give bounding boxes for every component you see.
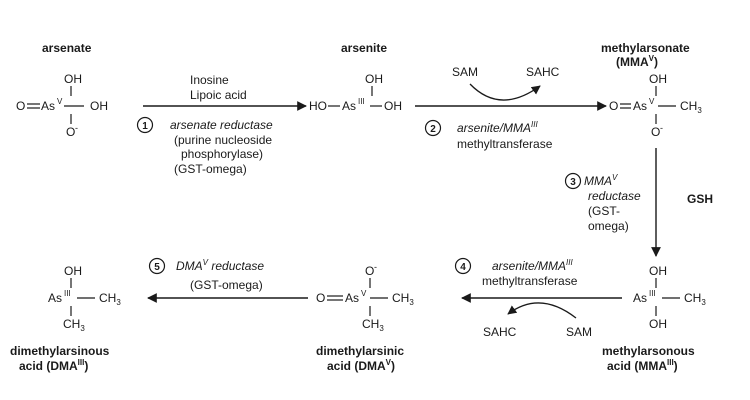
step4-sam-curve-arrow bbox=[507, 302, 577, 319]
mma5-label: methylarsonate bbox=[601, 41, 690, 55]
mma3-oh-top: OH bbox=[649, 264, 667, 278]
step2-number: 2 bbox=[430, 124, 436, 135]
step4-enzyme: arsenite/MMAIII bbox=[492, 258, 573, 273]
dma5-ch3-bottom: CH3 bbox=[362, 317, 384, 333]
mma5-ox-state: V bbox=[649, 97, 655, 106]
dma3-ch3-right: CH3 bbox=[99, 291, 121, 307]
arsenite-ox-state: III bbox=[358, 97, 365, 106]
dma3-abbr: acid (DMAIII) bbox=[19, 358, 88, 373]
mma3-ox-state: III bbox=[649, 289, 656, 298]
mma3-ch3: CH3 bbox=[684, 291, 706, 307]
step2-sahc: SAHC bbox=[526, 65, 560, 79]
dma5-charge: - bbox=[374, 262, 377, 272]
step4-sam: SAM bbox=[566, 325, 592, 339]
dma5-label: dimethylarsinic bbox=[316, 344, 404, 358]
compound-dma-iii: OH As III CH3 CH3 dimethylarsinous acid … bbox=[10, 264, 121, 373]
mma5-as: As bbox=[633, 99, 647, 113]
step5-enzyme: DMAV reductase bbox=[176, 258, 264, 273]
dma5-o-minus: O bbox=[365, 264, 374, 278]
dma3-ox-state: III bbox=[64, 289, 71, 298]
compound-arsenite: arsenite OH HO As III OH bbox=[309, 41, 402, 113]
step1-cofactor-inosine: Inosine bbox=[190, 73, 229, 87]
step-5-dma-reduction: 5 DMAV reductase (GST-omega) bbox=[147, 257, 308, 303]
step5-note: (GST-omega) bbox=[190, 278, 263, 292]
mma5-abbr: (MMAV) bbox=[616, 54, 658, 69]
dma3-label: dimethylarsinous bbox=[10, 344, 110, 358]
arsenite-label: arsenite bbox=[341, 41, 387, 55]
arsenite-oh-right: OH bbox=[384, 99, 402, 113]
step2-enzyme-line2: methyltransferase bbox=[457, 137, 553, 151]
dma5-abbr: acid (DMAV) bbox=[327, 358, 395, 373]
dma5-o: O bbox=[316, 291, 325, 305]
arsenate-oh-top: OH bbox=[64, 72, 82, 86]
arsenate-charge: - bbox=[75, 123, 78, 133]
step1-number: 1 bbox=[142, 121, 148, 132]
step1-enzyme: arsenate reductase bbox=[170, 118, 273, 132]
arsenite-oh-top: OH bbox=[365, 72, 383, 86]
step4-enzyme-line2: methyltransferase bbox=[482, 274, 578, 288]
mma5-charge: - bbox=[660, 123, 663, 133]
step3-note-1: (GST- bbox=[588, 204, 620, 218]
arsenate-label: arsenate bbox=[42, 41, 92, 55]
arsenite-ho-left: HO bbox=[309, 99, 327, 113]
mma5-ch3: CH3 bbox=[680, 99, 702, 115]
dma5-ox-state: V bbox=[361, 289, 367, 298]
mma5-o: O bbox=[609, 99, 618, 113]
step1-note-3: (GST-omega) bbox=[174, 162, 247, 176]
arsenite-as: As bbox=[342, 99, 356, 113]
mma5-o-minus: O bbox=[651, 125, 660, 139]
step-3-mma-reduction: 3 MMAV reductase (GST- omega) GSH bbox=[564, 148, 713, 257]
mma3-label: methylarsonous bbox=[602, 344, 695, 358]
step5-badge bbox=[148, 257, 166, 275]
step-4-methylation: 4 arsenite/MMAIII methyltransferase SAHC… bbox=[454, 257, 622, 339]
step1-note-2: phosphorylase) bbox=[181, 147, 263, 161]
step-2-methylation: SAM SAHC 2 arsenite/MMAIII methyltransfe… bbox=[415, 65, 607, 151]
arsenate-as: As bbox=[41, 99, 55, 113]
step5-number: 5 bbox=[154, 262, 160, 273]
step4-number: 4 bbox=[460, 262, 466, 273]
step-1-arsenate-reduction: Inosine Lipoic acid 1 arsenate reductase… bbox=[136, 73, 307, 176]
mma3-oh-bottom: OH bbox=[649, 317, 667, 331]
dma5-ch3-right: CH3 bbox=[392, 291, 414, 307]
dma5-as: As bbox=[345, 291, 359, 305]
step3-note-2: omega) bbox=[588, 219, 629, 233]
step4-badge bbox=[454, 257, 472, 275]
compound-dma-v: O - O As V CH3 CH3 dimethylarsinic acid … bbox=[316, 262, 414, 373]
arsenate-oh-right: OH bbox=[90, 99, 108, 113]
step3-enzyme: MMAV bbox=[584, 173, 618, 188]
compound-mma-v: methylarsonate (MMAV) OH O As V CH3 O - bbox=[601, 41, 702, 139]
compound-arsenate: arsenate OH O As V OH O - bbox=[16, 41, 108, 139]
step4-sahc: SAHC bbox=[483, 325, 517, 339]
step2-enzyme: arsenite/MMAIII bbox=[457, 120, 538, 135]
step3-number: 3 bbox=[570, 177, 576, 188]
step2-sam-curve-arrow bbox=[469, 83, 541, 101]
dma3-ch3-bottom: CH3 bbox=[63, 317, 85, 333]
step2-badge bbox=[424, 119, 442, 137]
mma3-abbr: acid (MMAIII) bbox=[607, 358, 678, 373]
mma3-as: As bbox=[633, 291, 647, 305]
step3-cofactor-gsh: GSH bbox=[687, 192, 713, 206]
step3-badge bbox=[564, 172, 582, 190]
compound-mma-iii: OH As III CH3 OH methylarsonous acid (MM… bbox=[602, 264, 706, 373]
mma5-oh-top: OH bbox=[649, 72, 667, 86]
dma3-oh-top: OH bbox=[64, 264, 82, 278]
arsenate-ox-state: V bbox=[57, 97, 63, 106]
step1-cofactor-lipoic: Lipoic acid bbox=[190, 88, 247, 102]
step1-badge bbox=[136, 116, 154, 134]
arsenate-o: O bbox=[16, 99, 25, 113]
dma3-as: As bbox=[48, 291, 62, 305]
step1-note-1: (purine nucleoside bbox=[174, 133, 272, 147]
step3-enzyme-line2: reductase bbox=[588, 189, 641, 203]
arsenate-o-minus: O bbox=[66, 125, 75, 139]
step2-sam: SAM bbox=[452, 65, 478, 79]
